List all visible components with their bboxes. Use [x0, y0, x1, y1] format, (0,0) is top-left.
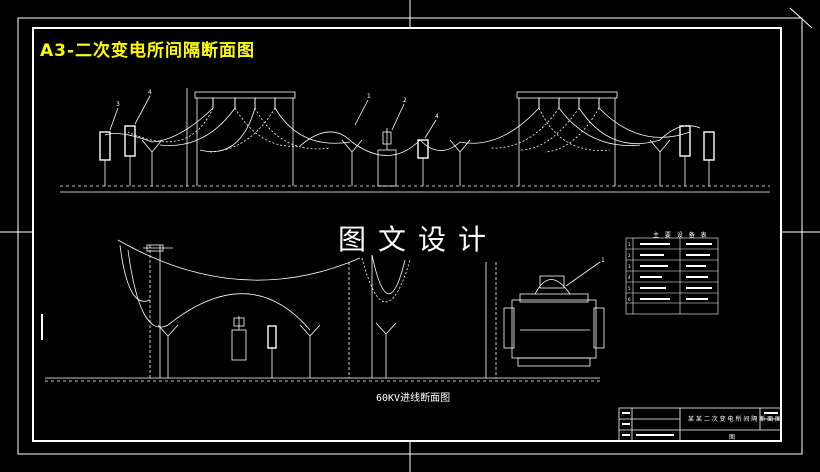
svg-text:1: 1 — [601, 257, 605, 264]
svg-text:2: 2 — [403, 97, 407, 104]
inner-border — [32, 27, 782, 442]
svg-text:4: 4 — [435, 113, 439, 120]
watermark-text: 图文设计 — [338, 223, 499, 256]
svg-text:3: 3 — [116, 101, 120, 108]
callout-numbers: 3 4 1 2 4 — [116, 89, 439, 120]
title-block — [618, 407, 782, 442]
section-label: 60KV进线断面图 — [376, 393, 451, 404]
svg-text:4: 4 — [148, 89, 152, 96]
svg-text:3: 3 — [628, 264, 631, 269]
lower-section — [41, 239, 605, 382]
svg-text:2: 2 — [628, 253, 631, 258]
svg-text:6: 6 — [628, 297, 631, 302]
equipment-table — [625, 237, 719, 315]
svg-text:1: 1 — [628, 242, 631, 247]
title-block-name: 某 某 二 次 变 电 所 间 隔 断 面 图 — [688, 416, 781, 423]
svg-text:1: 1 — [367, 93, 371, 100]
svg-text:5: 5 — [628, 286, 631, 291]
svg-text:4: 4 — [628, 275, 631, 280]
title-block-marks — [622, 412, 778, 436]
switch-group-upper — [141, 139, 671, 186]
equipment-table-title: 主 要 设 备 表 — [653, 232, 709, 239]
upper-section — [60, 88, 770, 193]
title-block-sheet: 图 — [729, 434, 736, 441]
drawing-title: A3-二次变电所间隔断面图 — [40, 41, 256, 61]
